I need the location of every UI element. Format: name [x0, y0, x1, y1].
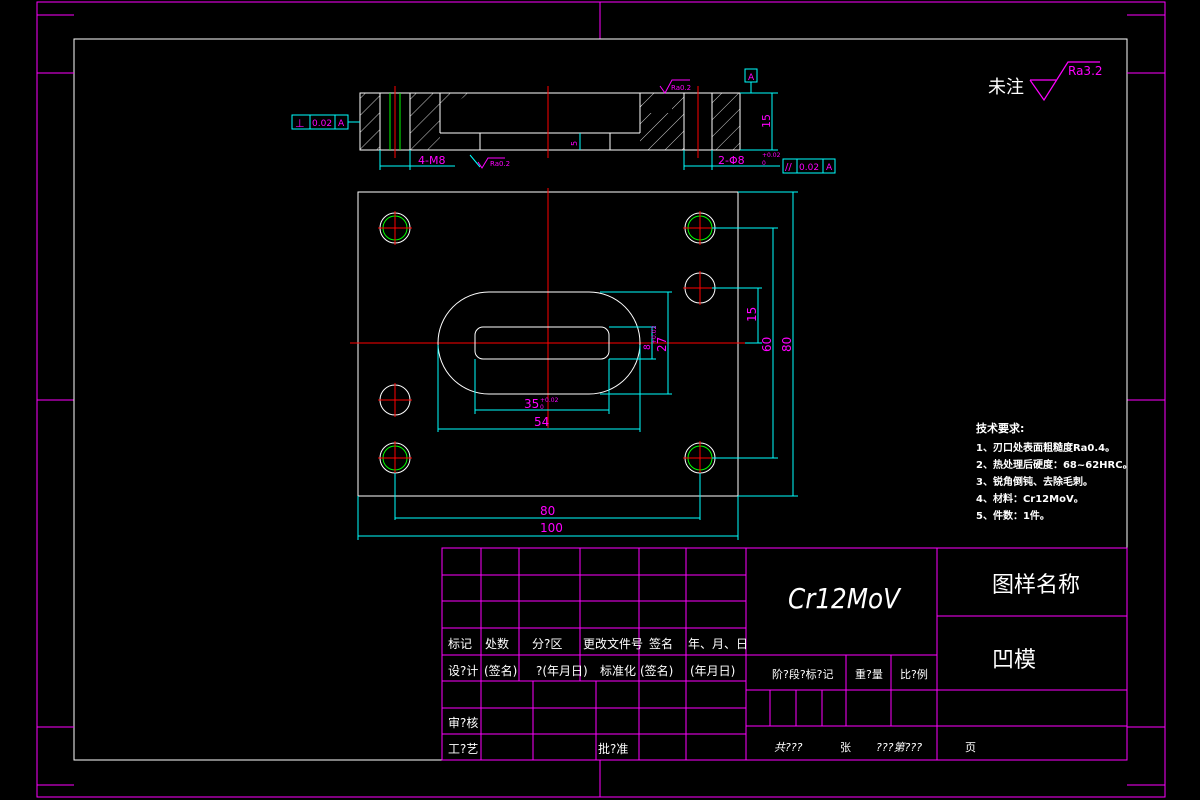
perpendicularity-datum: A	[338, 119, 345, 129]
roughness-symbol	[1029, 61, 1100, 102]
inner-slot	[474, 326, 610, 360]
sheet-label: 张	[840, 741, 851, 754]
parallelism-symbol: //	[785, 162, 792, 173]
requirement-item: 3、锐角倒钝、去除毛刺。	[976, 475, 1093, 488]
pin-hole-tol-lower: 0	[762, 160, 766, 167]
requirement-item: 1、刃口处表面粗糙度Ra0.4。	[976, 441, 1115, 454]
roughness-top-value: Ra0.2	[671, 84, 691, 92]
part-name: 凹模	[992, 648, 1036, 673]
general-roughness-note: 未注 Ra3.2	[988, 61, 1103, 102]
dim-hole-spacing-y-text: 60	[760, 337, 774, 352]
rev-header-mark: 标记	[448, 637, 472, 651]
dim-hole-spacing-x-text: 80	[540, 504, 555, 518]
weight-label: 重?量	[855, 667, 883, 681]
pin-hole-right	[683, 271, 717, 305]
section-view: ⊥ 0.02 A A Ra0.2 Ra0.2 15 5	[291, 68, 836, 174]
dim-outer-slot-text: 54	[534, 415, 549, 429]
datum-a-label: A	[748, 73, 755, 83]
section-depth-dim: 5	[570, 133, 581, 150]
design-label: 设?计	[448, 664, 478, 678]
datum-a: A	[744, 68, 758, 93]
dim-width-text: 100	[540, 521, 563, 535]
roughness-note-value: Ra3.2	[1068, 64, 1103, 78]
dim-inner-slot-tol: +0.02	[540, 397, 559, 404]
scale-label: 比?例	[900, 667, 928, 681]
section-depth-text: 5	[570, 141, 579, 146]
dim-height-text: 80	[780, 337, 794, 352]
plan-view: 100 80 54 35 +0.02 0 80 60 15 27 8 +0.02	[350, 188, 798, 540]
requirement-item: 5、件数：1件。	[976, 509, 1050, 522]
thread-text: 4-M8	[418, 154, 445, 167]
review-label: 审?核	[448, 715, 478, 730]
dim-pin-offset-text: 15	[745, 307, 759, 322]
total-sheets: 共???	[774, 741, 803, 754]
approve-label: 批?准	[598, 741, 628, 756]
technical-requirements: 技术要求: 1、刃口处表面粗糙度Ra0.4。 2、热处理后硬度：68~62HRC…	[976, 421, 1133, 522]
pin-hole-tol-upper: +0.02	[762, 152, 781, 159]
roughness-bottom: Ra0.2	[469, 154, 510, 169]
process-label: 工?艺	[448, 742, 478, 756]
drawing-name-label: 图样名称	[992, 573, 1080, 598]
section-height-dim: 15	[740, 92, 778, 151]
outer-slot	[437, 291, 641, 395]
hole-bottom-left	[378, 441, 412, 475]
thread-callout: 4-M8	[379, 150, 455, 170]
requirement-item: 4、材料：Cr12MoV。	[976, 492, 1084, 505]
design-sign: (签名)	[484, 663, 517, 678]
perpendicularity-frame: ⊥ 0.02 A	[291, 114, 360, 130]
requirement-item: 2、热处理后硬度：68~62HRC。	[976, 458, 1133, 471]
title-block: Cr12MoV 图样名称 凹模 标记 处数 分?区 更改文件号 签名 年、月、日…	[441, 547, 1128, 761]
hole-bottom-right	[683, 441, 717, 475]
parallelism-tolerance: 0.02	[799, 163, 819, 173]
section-height-text: 15	[760, 114, 773, 128]
rev-header-doc: 更改文件号	[583, 636, 643, 651]
rev-header-count: 处数	[485, 636, 509, 651]
roughness-note-text: 未注	[988, 77, 1024, 98]
dim-inner-slot-h-tol: +0.02	[651, 325, 658, 344]
pin-hole-callout: 2-Φ8 +0.02 0	[683, 150, 781, 170]
standardization-sign: (签名)	[640, 663, 673, 678]
rev-header-sign: 签名	[649, 636, 673, 651]
perpendicularity-tolerance: 0.02	[312, 119, 332, 129]
parallelism-datum: A	[826, 163, 833, 173]
stage-mark-label: 阶?段?标?记	[772, 667, 834, 681]
rev-header-date: 年、月、日	[688, 637, 748, 651]
pin-hole-text: 2-Φ8	[718, 154, 745, 167]
standardization-label: 标准化	[600, 664, 636, 678]
page-label: 页	[965, 741, 976, 754]
standardization-date: (年月日)	[690, 664, 735, 678]
dim-inner-slot-h-text: 8	[643, 344, 653, 350]
roughness-top: Ra0.2	[659, 79, 691, 94]
hole-top-left	[378, 211, 412, 245]
dim-inner-slot-tol-lower: 0	[540, 404, 544, 411]
rev-header-zone: 分?区	[532, 637, 562, 651]
perpendicularity-symbol: ⊥	[295, 117, 305, 130]
roughness-bottom-value: Ra0.2	[490, 160, 510, 168]
pin-hole-left	[378, 383, 412, 417]
design-date: ?(年月日)	[536, 664, 588, 678]
parallelism-frame: // 0.02 A	[782, 158, 836, 174]
dim-outer-slot-h-text: 27	[655, 337, 669, 352]
requirements-title: 技术要求:	[976, 421, 1024, 435]
material-text: Cr12MoV	[788, 582, 902, 615]
dim-inner-slot-text: 35	[524, 397, 539, 411]
sheet-number: ???第???	[876, 741, 922, 754]
hole-top-right	[683, 211, 717, 245]
